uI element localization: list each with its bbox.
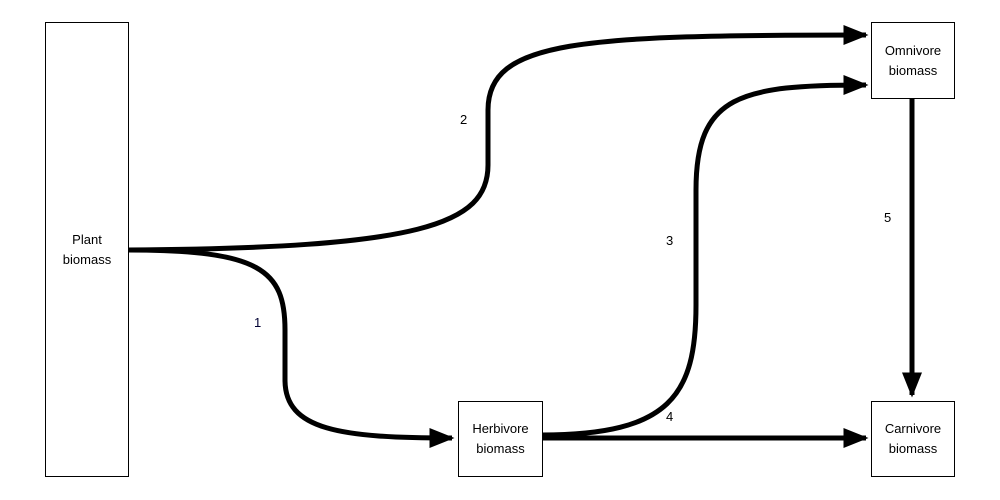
arrow-plant-to-omnivore	[127, 25, 869, 253]
node-carnivore-label-line2: biomass	[888, 441, 938, 456]
node-herbivore-label-line1: Herbivore	[472, 421, 529, 436]
node-plant-label-line2: biomass	[62, 251, 112, 267]
edge-label-5: 5	[884, 210, 892, 225]
node-omnivore-label-line1: Omnivore	[884, 42, 942, 58]
node-plant-biomass: Plant biomass	[45, 22, 129, 477]
node-omnivore-biomass: Omnivore biomass	[871, 22, 955, 99]
arrow-plant-to-herbivore	[127, 247, 455, 448]
node-herbivore-label-line2: biomass	[476, 441, 525, 456]
node-plant-label-line1: Plant	[72, 231, 102, 247]
node-omnivore-label-line2: biomass	[888, 62, 938, 78]
edge-label-4: 4	[666, 409, 674, 424]
node-herbivore-biomass: Herbivore biomass	[458, 401, 543, 477]
arrow-herbivore-to-omnivore	[541, 75, 869, 438]
edge-label-1: 1	[254, 315, 262, 330]
node-carnivore-label-line1: Carnivore	[884, 421, 942, 436]
edge-label-2: 2	[460, 112, 468, 127]
edge-label-3: 3	[666, 233, 674, 248]
node-carnivore-biomass: Carnivore biomass	[871, 401, 955, 477]
